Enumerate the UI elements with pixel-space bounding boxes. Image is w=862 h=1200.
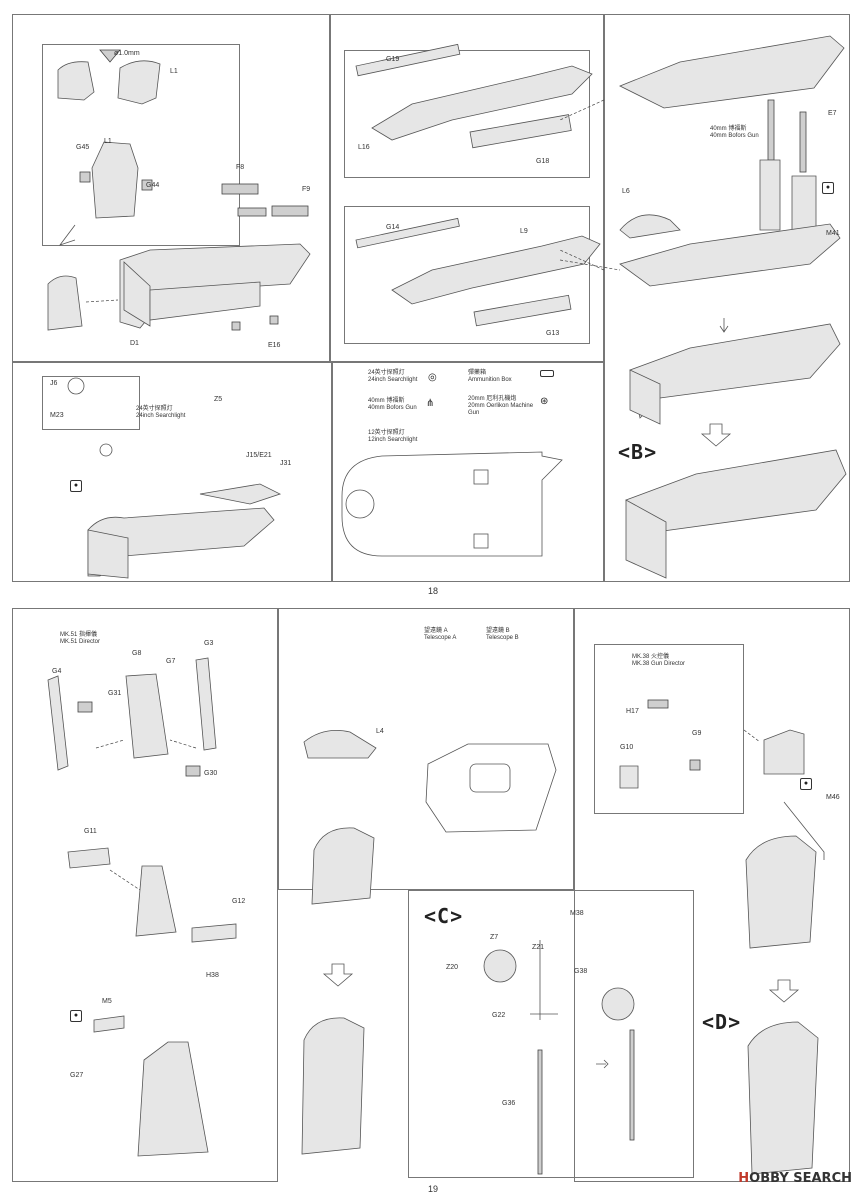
part-label-h38: H38 (206, 972, 219, 979)
part-label-g27: G27 (70, 1072, 84, 1079)
part-label-g22: G22 (492, 1012, 506, 1019)
watermark-h: H (738, 1171, 750, 1186)
panel-inset-g14 (344, 206, 590, 344)
part-label-g7: G7 (166, 658, 176, 665)
note-telescope-b: 望遠鏡 B Telescope B (486, 628, 519, 641)
part-label-j6: J6 (50, 380, 58, 387)
page-number-bottom: 19 (428, 1184, 439, 1194)
part-label-l4: L4 (376, 728, 384, 735)
part-label-l9: L9 (520, 228, 528, 235)
part-label-g36: G36 (502, 1100, 516, 1107)
part-label-l6: L6 (622, 188, 630, 195)
panel-layout-plan (332, 362, 604, 582)
part-label-g45: G45 (76, 144, 90, 151)
panel-inset-j6 (42, 376, 140, 430)
part-label-h17: H17 (626, 708, 639, 715)
page-number-top: 18 (428, 586, 439, 596)
step-label-d: <D> (702, 1010, 742, 1034)
part-label-e16: E16 (268, 342, 281, 349)
note-searchlight-callout: 24英寸探照灯 24inch Searchlight (136, 406, 186, 419)
part-label-g31: G31 (108, 690, 122, 697)
part-label-g4: G4 (52, 668, 62, 675)
part-label-m5: M5 (102, 998, 112, 1005)
part-label-g13: G13 (546, 330, 560, 337)
panel-searchlights (12, 362, 332, 582)
part-label-g10: G10 (620, 744, 634, 751)
bofors-icon: ⋔ (426, 398, 435, 409)
legend-searchlight12: 12英寸探照灯 12inch Searchlight (368, 430, 418, 443)
note-drill: ø1.0mm (114, 50, 140, 57)
ammo-box-icon (540, 370, 554, 377)
note-bofors-top: 40mm 博福斯 40mm Bofors Gun (710, 126, 759, 139)
panel-inset-mk38 (594, 644, 744, 814)
part-label-g8: G8 (132, 650, 142, 657)
panel-mk38 (574, 608, 850, 1182)
note-mk38: MK.38 火控儀 MK.38 Gun Director (632, 654, 686, 667)
watermark-rest: OBBY SEARCH (749, 1171, 852, 1186)
part-label-g14: G14 (386, 224, 400, 231)
paint-icon: ● (800, 778, 812, 790)
part-label-f9: F9 (302, 186, 311, 193)
legend-oerlikon: 20mm 厄利孔機炮 20mm Oerlikon Machine Gun (468, 396, 534, 416)
part-label-m23: M23 (50, 412, 64, 419)
panel-upper-deck (604, 14, 850, 582)
part-label-g44: G44 (146, 182, 160, 189)
part-label-l1: L1 (170, 68, 178, 75)
part-label-g11: G11 (84, 828, 97, 835)
panel-director-tower (12, 608, 278, 1182)
part-label-g38: G38 (574, 968, 588, 975)
part-label-d1: D1 (130, 340, 139, 347)
part-label-f8: F8 (236, 164, 245, 171)
part-label-l16: L16 (358, 144, 370, 151)
panel-inset-l1 (42, 44, 240, 246)
part-label-m38: M38 (570, 910, 584, 917)
paint-icon: ● (822, 182, 834, 194)
panel-telescopes (278, 608, 574, 890)
part-label-z5: Z5 (214, 396, 223, 403)
part-label-g19: G19 (386, 56, 400, 63)
part-label-z20: Z20 (446, 964, 459, 971)
part-label-j15e21: J15/E21 (246, 452, 272, 459)
hobby-search-watermark: HOBBY SEARCH (738, 1171, 852, 1186)
part-label-l1b: L1 (104, 138, 112, 145)
part-label-m41: M41 (826, 230, 840, 237)
part-label-g9: G9 (692, 730, 702, 737)
paint-icon: ● (70, 480, 82, 492)
paint-icon: ● (70, 1010, 82, 1022)
part-label-j31: J31 (280, 460, 292, 467)
part-label-z21: Z21 (532, 944, 545, 951)
note-mk51: MK.51 指揮儀 MK.51 Director (60, 632, 101, 645)
legend-ammo: 彈藥箱 Ammunition Box (468, 370, 512, 383)
legend-searchlight24: 24英寸探照灯 24inch Searchlight (368, 370, 418, 383)
note-telescope-a: 望遠鏡 A Telescope A (424, 628, 457, 641)
step-label-c: <C> (424, 904, 464, 928)
part-label-g30: G30 (204, 770, 218, 777)
panel-deck-levels (330, 14, 604, 362)
part-label-g18: G18 (536, 158, 550, 165)
oerlikon-icon: ⊛ (540, 396, 549, 407)
part-label-m46: M46 (826, 794, 840, 801)
panel-radar-c (408, 890, 694, 1178)
part-label-z7: Z7 (490, 934, 499, 941)
panel-bridge-assembly (12, 14, 330, 362)
searchlight-icon: ◎ (428, 372, 437, 383)
panel-inset-g19 (344, 50, 590, 178)
step-label-b: <B> (618, 440, 658, 464)
part-label-g3: G3 (204, 640, 214, 647)
part-label-g12: G12 (232, 898, 246, 905)
part-label-e7: E7 (828, 110, 837, 117)
legend-bofors: 40mm 博福斯 40mm Bofors Gun (368, 398, 417, 411)
